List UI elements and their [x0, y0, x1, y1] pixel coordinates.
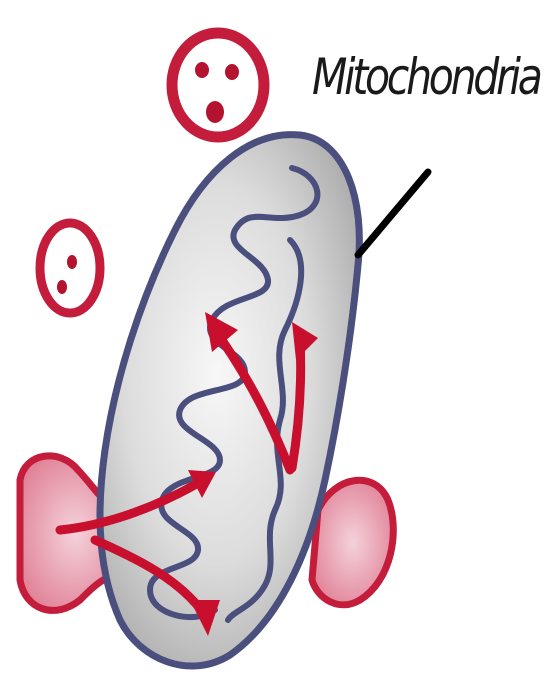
mitochondria-label: Mitochondria: [312, 52, 540, 102]
vesicle-top: [172, 33, 264, 137]
vesicle-left: [40, 223, 100, 313]
vesicle-fusing-right: [312, 480, 393, 604]
label-leader-line: [358, 172, 428, 255]
